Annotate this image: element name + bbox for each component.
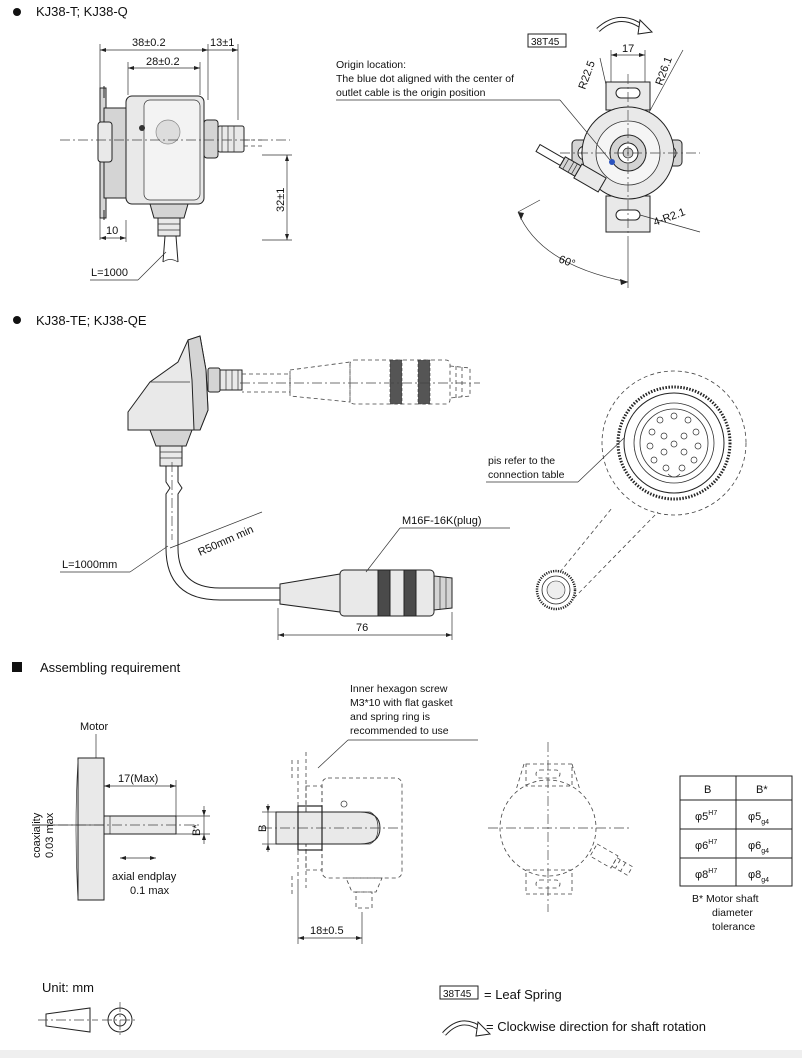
pin-note-line1: pis refer to the	[488, 455, 555, 467]
origin-note-title: Origin location:	[336, 59, 406, 71]
legend: Unit: mm 38T45 = Leaf Spring = Clockwise…	[38, 980, 706, 1038]
dim-32: 32±1	[275, 188, 287, 212]
bullet-icon	[13, 8, 21, 16]
clockwise-arrow-icon	[637, 18, 654, 35]
screw-line4: recommended to use	[350, 725, 449, 737]
table-row-bstar: φ5g4	[748, 811, 769, 826]
b-label: B	[257, 825, 269, 832]
table-note-line2: diameter	[712, 907, 753, 919]
tolerance-table: B B* φ5H7 φ5g4 φ6H7 φ6g4 φ8H7 φ8g4 B* Mo…	[679, 775, 793, 933]
origin-note-line2: outlet cable is the origin position	[336, 87, 486, 99]
dim-38: 38±0.2	[132, 37, 166, 49]
endplay-line1: axial endplay	[112, 871, 177, 883]
dim-10: 10	[106, 225, 118, 237]
section-title-kj38-te-qe: KJ38-TE; KJ38-QE	[36, 313, 147, 328]
table-row-b: φ6H7	[695, 839, 717, 852]
dim-17max: 17(Max)	[118, 773, 158, 785]
motor-label: Motor	[80, 721, 108, 733]
coaxiality-line1: coaxiality	[31, 812, 43, 858]
pin-note-line2: connection table	[488, 469, 565, 481]
leaf-spring-tag: 38T45	[531, 37, 560, 48]
dim-18: 18±0.5	[310, 925, 344, 937]
bullet-icon	[13, 316, 21, 324]
te-cable-length-label: L=1000mm	[62, 559, 117, 571]
dim-17: 17	[622, 43, 634, 55]
table-note-line1: B* Motor shaft	[692, 893, 759, 905]
table-row-b: φ8H7	[695, 868, 717, 881]
screw-line2: M3*10 with flat gasket	[350, 697, 453, 709]
section-title-kj38-t-q: KJ38-T; KJ38-Q	[36, 4, 128, 19]
origin-dot	[609, 159, 615, 165]
bottom-bar	[0, 1050, 802, 1058]
origin-note-line1: The blue dot aligned with the center of	[336, 73, 514, 85]
clockwise-arrow-icon	[442, 1020, 492, 1037]
cable-length-label: L=1000	[91, 267, 128, 279]
dim-28: 28±0.2	[146, 56, 180, 68]
legend-leaf-tag: 38T45	[443, 989, 472, 1000]
unit-label: Unit: mm	[42, 980, 94, 995]
table-row-b: φ5H7	[695, 810, 717, 823]
table-row-bstar: φ8g4	[748, 869, 769, 884]
encoder-te-view: R50mm min M16F-16K(plug) L=1000mm 76	[60, 335, 510, 640]
screw-line3: and spring ring is	[350, 711, 430, 723]
encoder-side-view: 38±0.2 13±1 28±0.2	[60, 37, 292, 281]
legend-leaf-text: = Leaf Spring	[484, 987, 562, 1002]
bend-radius-label: R50mm min	[196, 524, 255, 559]
assembly-front-view	[488, 742, 634, 912]
dim-r22: R22.5	[577, 59, 598, 91]
dim-76: 76	[356, 622, 368, 634]
table-header-b: B	[704, 784, 711, 796]
coaxiality-line2: 0.03 max	[44, 812, 56, 858]
table-note-line3: tolerance	[712, 921, 755, 933]
table-row-bstar: φ6g4	[748, 840, 769, 855]
screw-line1: Inner hexagon screw	[350, 683, 448, 695]
square-bullet-icon	[12, 662, 22, 672]
dim-r2: 4-R2.1	[652, 206, 687, 229]
assembly-side-view: Inner hexagon screw M3*10 with flat gask…	[257, 683, 478, 944]
legend-cw-text: = Clockwise direction for shaft rotation	[486, 1019, 706, 1034]
endplay-line2: 0.1 max	[130, 885, 170, 897]
motor-shaft-view: Motor 17(Max) B* coaxiality 0.03 max axi…	[31, 721, 210, 901]
connector-detail: pis refer to the connection table	[486, 370, 747, 611]
section-title-assembling: Assembling requirement	[40, 660, 181, 675]
table-header-bstar: B*	[756, 784, 768, 796]
plug-label: M16F-16K(plug)	[402, 515, 481, 527]
angle-label: 60°	[557, 254, 577, 271]
dim-13: 13±1	[210, 37, 234, 49]
projection-symbol-icon	[38, 1002, 138, 1038]
encoder-front-view: 38T45 17 R22.5 R26.1	[336, 17, 701, 288]
bstar-label: B*	[191, 824, 203, 836]
